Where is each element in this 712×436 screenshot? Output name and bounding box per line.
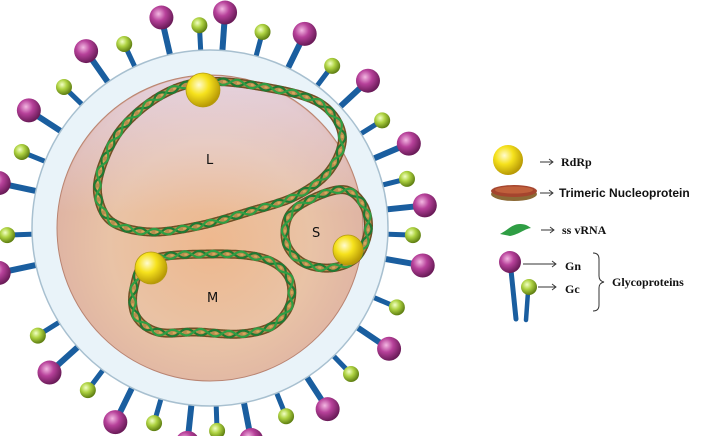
legend-gc-arrow (538, 283, 557, 291)
legend-rna-label: ss vRNA (562, 223, 607, 237)
legend-rna-icon (500, 224, 531, 236)
rnp-segment-s (280, 185, 373, 273)
legend-rdrp-arrow (540, 158, 554, 166)
legend-rna-arrow (541, 226, 555, 234)
ribonucleoproteins (92, 72, 373, 339)
legend-nucleoprotein-label: Trimeric Nucleoprotein (559, 186, 690, 200)
legend-brace (592, 252, 605, 312)
rnp-segment-l (92, 72, 347, 237)
rnp-segment-m (128, 249, 297, 339)
legend-rdrp-label: RdRp (561, 155, 592, 169)
rdrp-s (332, 234, 364, 266)
legend-gc-icon (521, 279, 537, 323)
legend-gn-label: Gn (565, 259, 581, 273)
legend: RdRp Trimeric Nucleoprotein ss vRNA Gn G… (491, 145, 690, 323)
segment-label-l: L (206, 153, 214, 168)
legend-gn-arrow (523, 260, 557, 268)
legend-nucleoprotein-arrow (540, 189, 554, 197)
legend-gc-label: Gc (565, 282, 580, 296)
legend-glycoproteins-label: Glycoproteins (612, 275, 684, 289)
rdrp-l (185, 72, 221, 108)
legend-gn-icon (499, 251, 521, 322)
rdrp-m (134, 251, 168, 285)
segment-label-s: S (312, 226, 320, 241)
segment-label-m: M (207, 291, 218, 306)
legend-rdrp-icon (493, 145, 523, 175)
legend-nucleoprotein-icon (491, 185, 537, 201)
